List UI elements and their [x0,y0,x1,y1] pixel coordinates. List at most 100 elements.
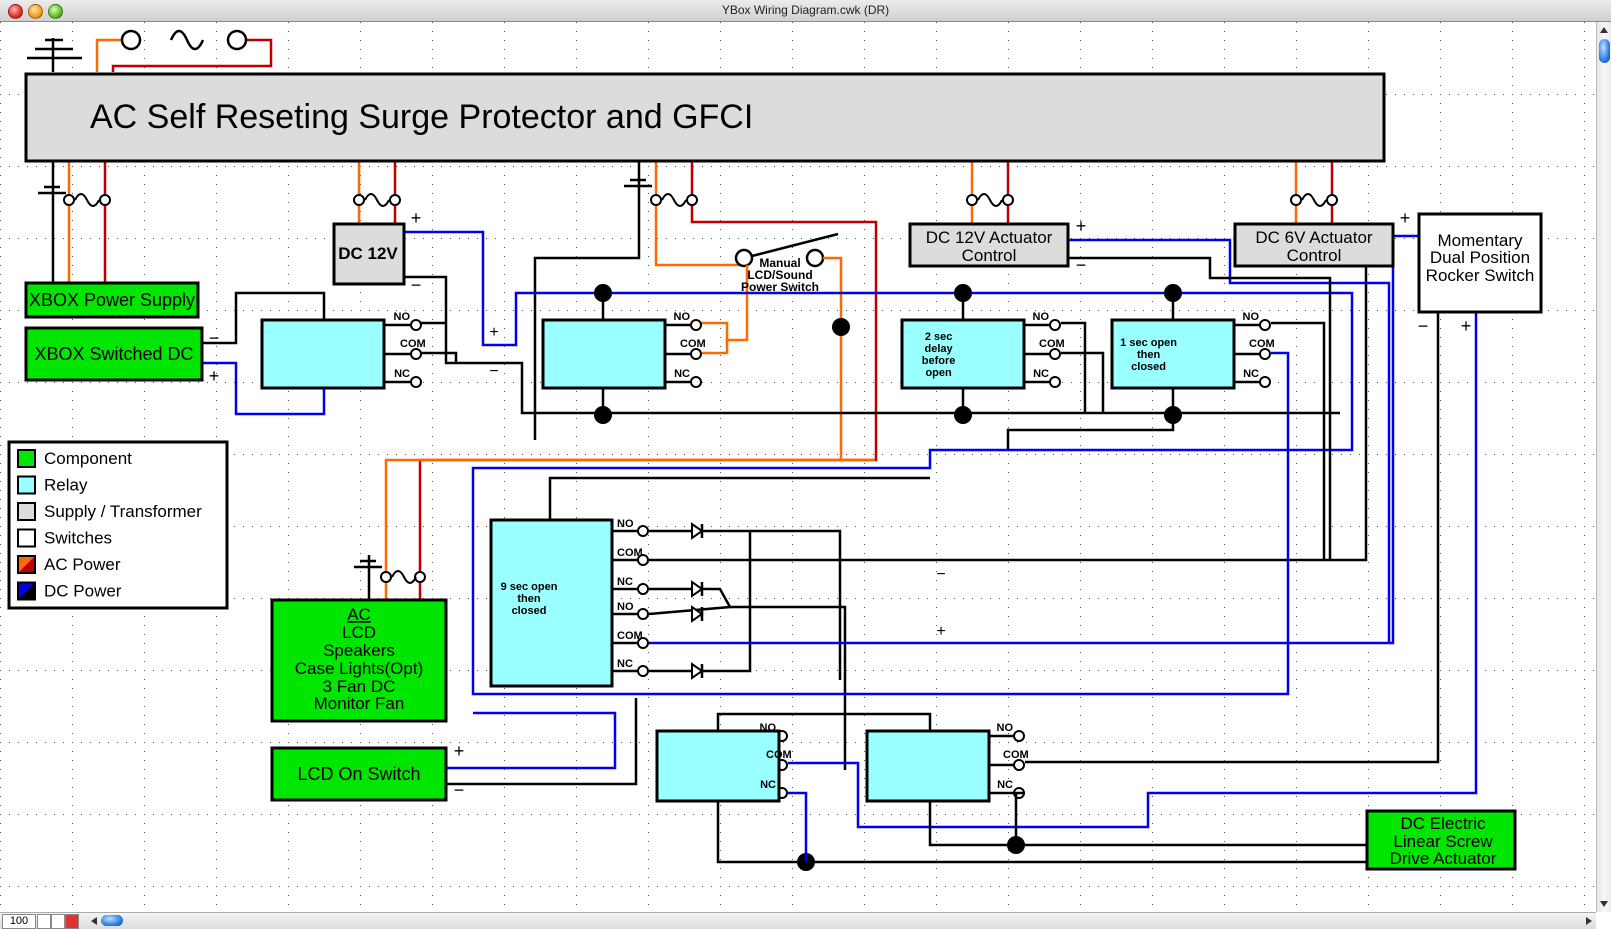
junction-dot [954,284,972,302]
ac-loads-outlet-hot-terminal[interactable] [380,571,392,583]
ac-loads-label: Monitor Fan [314,694,405,713]
relay-nc-terminal[interactable] [637,665,649,677]
manual-switch-terminal[interactable] [805,248,825,268]
relay-com-label: COM [1249,338,1275,350]
main-outlet-neutral-terminal[interactable] [686,194,698,206]
junction-dot [1164,406,1182,424]
ac-sine-icon [1301,193,1327,207]
relay-no-label: NO [997,722,1014,734]
vertical-scroll-thumb[interactable] [1599,39,1610,63]
xbox-outlet-neutral-terminal[interactable] [99,194,111,206]
minus-label: − [209,328,220,348]
actuator12-outlet-hot-terminal[interactable] [966,194,978,206]
wire [648,587,733,616]
actuator12-outlet-neutral-terminal[interactable] [1002,194,1014,206]
wire [928,801,1367,847]
ac-sine-icon [661,193,687,207]
scroll-left-arrow-icon[interactable] [91,917,97,925]
toolbox-icon[interactable] [65,914,79,929]
zoom-level-field[interactable]: 100 [2,914,36,929]
wire [788,312,1478,829]
status-bar: 100 [0,912,1596,929]
relay-com-terminal[interactable] [690,348,702,360]
relay-nc-terminal[interactable] [410,376,422,388]
legend-item: DC Power [17,581,122,601]
relay-com-terminal[interactable] [637,637,649,649]
relay-nc-label: NC [617,576,633,588]
wire [788,791,808,862]
actuator6-outlet-hot-terminal[interactable] [1290,194,1302,206]
xbox-outlet-hot-terminal[interactable] [63,194,75,206]
scroll-up-arrow-icon[interactable] [1600,27,1608,33]
wire [1025,312,1440,764]
ac-neutral-wire [111,38,273,72]
relay-nc-terminal[interactable] [637,583,649,595]
window-titlebar: YBox Wiring Diagram.cwk (DR) [0,0,1611,22]
relay-timing-label: then [517,593,541,605]
wire [533,161,641,440]
relay-no-terminal[interactable] [1259,319,1271,331]
ac-loads-label: Case Lights(Opt) [295,659,424,678]
scroll-down-arrow-icon[interactable] [1600,901,1608,907]
manual-switch-lever-icon [751,232,839,258]
main-outlet-hot-terminal[interactable] [650,194,662,206]
relay-nc-terminal[interactable] [690,376,702,388]
relay-com-label: COM [1039,338,1065,350]
manual-switch-label: Power Switch [741,280,819,294]
relay-com-terminal[interactable] [1013,759,1025,771]
junction-dot [1164,284,1182,302]
relay-no-terminal[interactable] [637,608,649,620]
wire [697,265,749,342]
relay-no-label: NO [760,722,777,734]
ac-loads-outlet-neutral-terminal[interactable] [414,571,426,583]
relay-com-terminal[interactable] [410,348,422,360]
wire [404,230,1354,696]
relay-nc-label: NC [997,779,1013,791]
relay-no-terminal[interactable] [637,525,649,537]
minus-label: − [936,566,945,583]
vertical-scrollbar[interactable] [1596,22,1611,912]
relay-nc-terminal[interactable] [1049,376,1061,388]
relay-com-terminal[interactable] [637,554,649,566]
plus-label: + [936,623,945,640]
legend-swatch-dc [19,583,34,599]
linear-actuator-label: Linear Screw [1393,832,1493,851]
ac-loads-label: 3 Fan DC [323,677,396,696]
dc12v-actuator-label: DC 12V Actuator [926,228,1053,247]
wire [548,476,930,520]
actuator6-outlet-neutral-terminal[interactable] [1326,194,1338,206]
wire [202,361,326,416]
dc12v-outlet-neutral-terminal[interactable] [389,194,401,206]
relay-no-terminal[interactable] [1049,319,1061,331]
dc6v-actuator-label: DC 6V Actuator [1255,228,1373,247]
minimize-window-button[interactable] [28,4,43,19]
zoom-window-button[interactable] [48,4,63,19]
horizontal-scroll-thumb[interactable] [101,915,123,926]
scroll-right-arrow-icon[interactable] [1586,917,1592,925]
legend-swatch-relay [17,475,36,495]
plus-label: + [1400,208,1411,228]
ac-plug-neutral-icon [226,29,248,51]
dc12v-outlet-hot-terminal[interactable] [353,194,365,206]
relay-timing-label: then [1137,349,1161,361]
legend-label: AC Power [44,555,121,574]
ac-sine-icon [364,193,390,207]
relay-no-terminal[interactable] [410,319,422,331]
relay-no-terminal[interactable] [1013,730,1025,742]
wire [649,531,752,673]
zoom-out-icon[interactable] [37,914,51,929]
rocker-switch-box[interactable] [1417,212,1543,314]
zoom-in-icon[interactable] [51,914,65,929]
manual-switch-terminal[interactable] [734,248,754,268]
relay-no-terminal[interactable] [690,319,702,331]
diode-icon [691,605,704,623]
relay-com-terminal[interactable] [1259,348,1271,360]
relay-com-label: COM [400,338,426,350]
close-window-button[interactable] [8,4,23,19]
relay-com-terminal[interactable] [1049,348,1061,360]
lcd-on-switch-box[interactable] [270,746,448,802]
ac-sine-icon [169,29,205,51]
relay-timing-label: delay [925,343,954,355]
relay-nc-terminal[interactable] [1259,376,1271,388]
